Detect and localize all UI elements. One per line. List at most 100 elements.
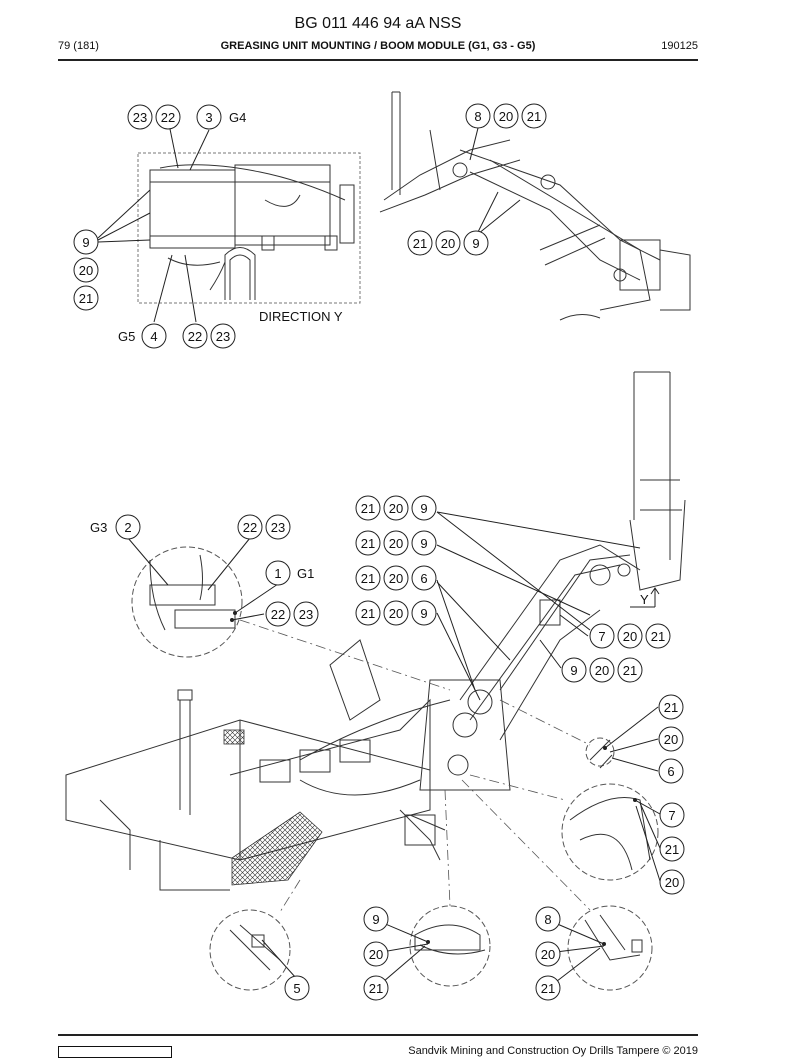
footer-copyright: Sandvik Mining and Construction Oy Drill… <box>408 1045 698 1057</box>
direction-y-view <box>137 152 361 304</box>
group-label-g3: G3 <box>90 520 107 535</box>
header-rule <box>58 59 698 61</box>
footer-rule <box>58 1034 698 1036</box>
callout-group-top-left-c: 4 22 23 <box>141 323 236 349</box>
callout-label: 20 <box>665 875 679 890</box>
callout-label: 9 <box>570 663 577 678</box>
callout-label: 21 <box>664 700 678 715</box>
callouts: 23 22 3 9 20 21 4 22 23 8 20 21 21 20 9 … <box>73 103 685 1001</box>
callout-label: 20 <box>595 663 609 678</box>
callout-label: 7 <box>668 808 675 823</box>
callout-label: 20 <box>441 236 455 251</box>
callout-label: 21 <box>413 236 427 251</box>
callout-label: 9 <box>420 501 427 516</box>
callout-label: 9 <box>420 606 427 621</box>
leader-dots <box>230 611 637 946</box>
section-title: GREASING UNIT MOUNTING / BOOM MODULE (G1… <box>220 40 536 52</box>
callout-group-top-left-b: 9 20 21 <box>73 229 99 311</box>
callout-label: 21 <box>361 606 375 621</box>
callout-group-top-right-a: 8 20 21 <box>465 103 547 129</box>
callout-label: 23 <box>216 329 230 344</box>
callout-label: 23 <box>299 607 313 622</box>
callout-label: 21 <box>651 629 665 644</box>
callout-group-detail-bottom-mid: 9 20 21 <box>363 906 389 1001</box>
callout-label: 21 <box>361 536 375 551</box>
leader-lines-top-left <box>97 128 210 323</box>
callout-label: 22 <box>271 607 285 622</box>
callout-label: 20 <box>389 606 403 621</box>
callout-group-detail-bottom-left: 5 <box>284 975 310 1001</box>
callout-label: 21 <box>361 501 375 516</box>
callout-label: 8 <box>544 912 551 927</box>
callout-group-top-left-a: 23 22 3 <box>127 104 222 130</box>
callout-label: 21 <box>527 109 541 124</box>
callout-label: 4 <box>150 329 157 344</box>
callout-label: 21 <box>361 571 375 586</box>
view-y-arrow <box>630 587 660 608</box>
top-right-boom-view <box>379 91 691 321</box>
leader-lines-top-right <box>469 127 521 235</box>
detail-circles <box>131 546 659 991</box>
callout-label: 20 <box>664 732 678 747</box>
view-y-marker: Y <box>640 592 649 607</box>
callout-group-main-left-b: 1 <box>265 560 291 586</box>
direction-y-label: DIRECTION Y <box>259 309 343 324</box>
callout-label: 1 <box>274 566 281 581</box>
callout-label: 21 <box>541 981 555 996</box>
callout-label: 20 <box>623 629 637 644</box>
group-label-g5: G5 <box>118 329 135 344</box>
callout-label: 22 <box>243 520 257 535</box>
callout-label: 20 <box>499 109 513 124</box>
callout-label: 21 <box>665 842 679 857</box>
callout-group-main-stack-4: 21 20 9 <box>355 600 437 626</box>
callout-group-main-left-c: 22 23 <box>265 601 319 627</box>
callout-group-detail-right-b: 7 21 20 <box>659 802 685 895</box>
callout-label: 3 <box>205 110 212 125</box>
callout-label: 5 <box>293 981 300 996</box>
callout-label: 20 <box>79 263 93 278</box>
callout-label: 6 <box>420 571 427 586</box>
callout-label: 23 <box>133 110 147 125</box>
callout-label: 21 <box>623 663 637 678</box>
callout-label: 20 <box>541 947 555 962</box>
company-logo <box>58 1046 172 1058</box>
document-number: BG 011 446 94 aA NSS <box>294 15 462 32</box>
callout-label: 20 <box>389 501 403 516</box>
callout-label: 23 <box>271 520 285 535</box>
callout-label: 2 <box>124 520 131 535</box>
callout-label: 9 <box>420 536 427 551</box>
callout-label: 22 <box>188 329 202 344</box>
group-label-g1: G1 <box>297 566 314 581</box>
callout-group-main-stack-1: 21 20 9 <box>355 495 437 521</box>
callout-group-main-left-a: 2 22 23 <box>115 514 291 540</box>
callout-group-main-right-a: 7 20 21 <box>589 623 671 649</box>
group-label-g4: G4 <box>229 110 246 125</box>
callout-label: 9 <box>82 235 89 250</box>
callout-group-main-right-b: 9 20 21 <box>561 657 643 683</box>
main-boom-assembly <box>65 371 686 891</box>
detail-connectors <box>239 619 591 913</box>
callout-label: 20 <box>389 536 403 551</box>
callout-label: 20 <box>369 947 383 962</box>
callout-label: 21 <box>369 981 383 996</box>
callout-label: 8 <box>474 109 481 124</box>
callout-label: 7 <box>598 629 605 644</box>
callout-label: 6 <box>667 764 674 779</box>
document-date: 190125 <box>661 40 698 52</box>
hatched-panel <box>223 729 245 745</box>
callout-group-detail-right-a: 21 20 6 <box>658 694 684 784</box>
callout-group-main-stack-3: 21 20 6 <box>355 565 437 591</box>
callout-group-detail-bottom-right: 8 20 21 <box>535 906 561 1001</box>
hatched-plate <box>231 811 323 886</box>
page-number: 79 (181) <box>58 40 99 52</box>
callout-label: 20 <box>389 571 403 586</box>
callout-group-main-stack-2: 21 20 9 <box>355 530 437 556</box>
callout-label: 22 <box>161 110 175 125</box>
detail-contents <box>149 554 651 971</box>
direction-label: DIRECTION Y <box>259 309 343 324</box>
callout-label: 9 <box>472 236 479 251</box>
callout-group-top-right-b: 21 20 9 <box>407 230 489 256</box>
callout-label: 9 <box>372 912 379 927</box>
callout-label: 21 <box>79 291 93 306</box>
